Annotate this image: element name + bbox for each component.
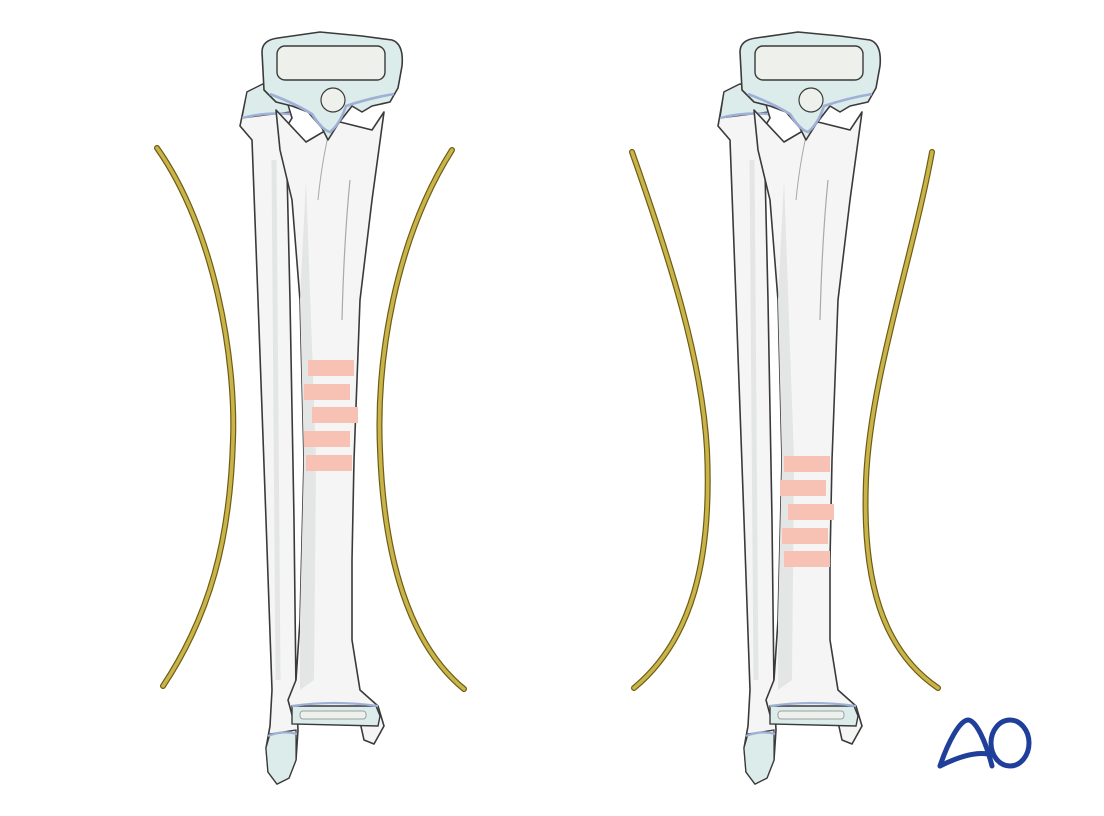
elastic-nail-left: [629, 149, 711, 691]
elastic-nail-right: [376, 147, 467, 692]
figure-distal-fracture: [552, 0, 1104, 816]
fibula: [717, 83, 777, 785]
ao-logo-mark: [937, 717, 1032, 769]
figure-proximal-fracture: [154, 31, 467, 785]
ao-logo: [930, 712, 1040, 776]
elastic-nail-right: [862, 149, 941, 691]
elastic-nail-left: [154, 145, 237, 689]
fracture-zone-distal: [780, 456, 834, 567]
figure-proximal-svg: [154, 31, 467, 785]
fibula: [239, 83, 299, 785]
fracture-zone-proximal: [304, 360, 358, 471]
figure-distal-svg: [629, 31, 941, 785]
